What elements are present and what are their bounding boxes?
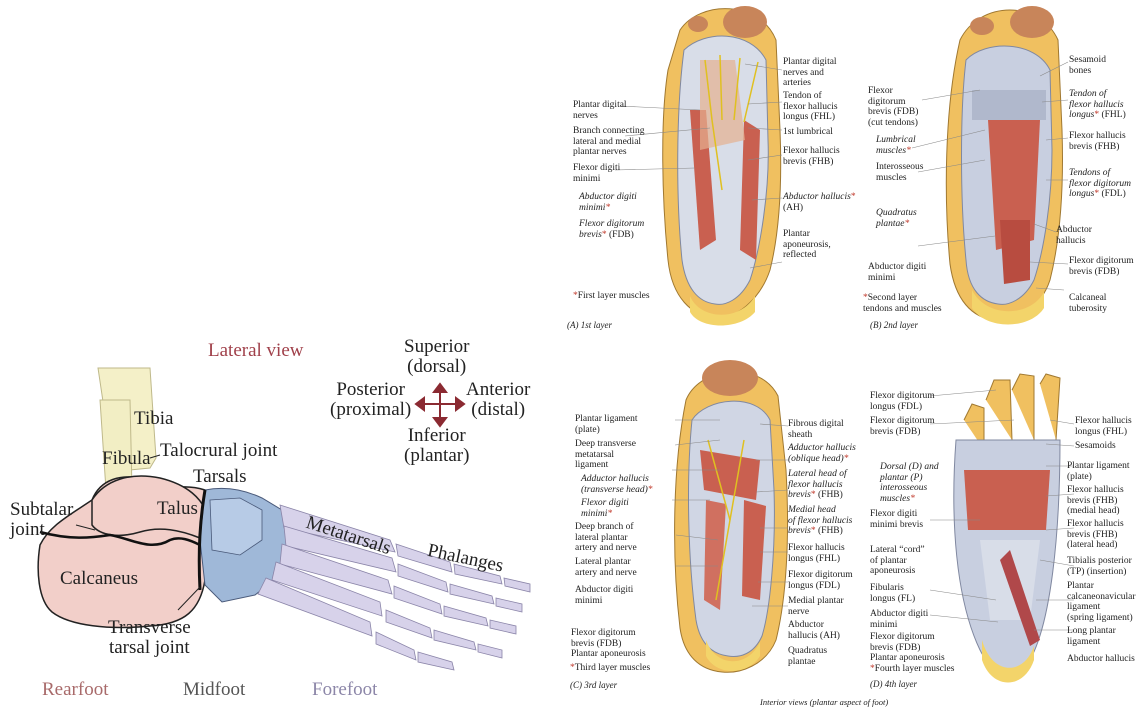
panel-d-label-sesamoids: Sesamoids [1075, 441, 1116, 452]
panel-d-label-long-plantar-ligament: Long plantar ligament [1067, 626, 1116, 647]
forefoot-region-label: Forefoot [312, 679, 377, 701]
panel-a-label-1st-lumbrical: 1st lumbrical [783, 127, 833, 138]
panel-d-label-plantar-ligament: Plantar ligament (plate) [1067, 461, 1130, 482]
panel-b-label-fdb-cut-tendons: Flexor digitorum brevis (FDB) (cut tendo… [868, 86, 918, 128]
panel-b-label-abductor-digiti-minimi: Abductor digiti minimi [868, 262, 926, 283]
panel-d-label-fdb: Flexor digitorum brevis (FDB) [870, 416, 935, 437]
tarsals-label: Tarsals [193, 466, 247, 488]
panel-b-label-quadratus-plantae: Quadratus plantae* [876, 208, 917, 229]
panel-a-foot [663, 6, 781, 326]
panel-c-label-fdb-plantar-aponeurosis: Flexor digitorum brevis (FDB) Plantar ap… [571, 628, 646, 660]
panel-c-label-lateral-head-fhb: Lateral head of flexor hallucis brevis* … [788, 469, 847, 501]
panel-c-label-plantar-ligament: Plantar ligament (plate) [575, 414, 638, 435]
panel-d-label-tibialis-posterior: Tibialis posterior (TP) (insertion) [1067, 556, 1132, 577]
panel-d-label-fdb-plantar-aponeurosis: Flexor digitorum brevis (FDB) Plantar ap… [870, 632, 945, 664]
panel-c-label-adductor-hallucis-transverse: Adductor hallucis (transverse head)* [581, 474, 653, 495]
direction-compass-arrows [416, 384, 464, 426]
fibula-label: Fibula [102, 448, 151, 470]
panel-b-label-fdb: Flexor digitorum brevis (FDB) [1069, 256, 1134, 277]
panel-d-footnote: *Fourth layer muscles [870, 664, 954, 675]
compass-posterior-label: Posterior (proximal) [330, 380, 411, 420]
compass-anterior-label: Anterior (distal) [466, 380, 530, 420]
compass-superior-label: Superior (dorsal) [404, 337, 469, 377]
panel-a-label-fhb: Flexor hallucis brevis (FHB) [783, 146, 840, 167]
panel-b-label-calcaneal-tuberosity: Calcaneal tuberosity [1069, 293, 1107, 314]
panel-b-label-tendon-fhl: Tendon of flexor hallucis longus* (FHL) [1069, 89, 1126, 121]
panel-a-label-tendon-fhl: Tendon of flexor hallucis longus (FHL) [783, 91, 838, 123]
panel-d-label-interosseous: Dorsal (D) and plantar (P) interosseous … [880, 462, 939, 504]
panel-a-label-plantar-digital-nerves-arteries: Plantar digital nerves and arteries [783, 57, 837, 89]
transverse-tarsal-joint-label: Transverse tarsal joint [108, 618, 191, 658]
panel-c-caption: (C) 3rd layer [570, 680, 617, 690]
panel-b-label-interosseous-muscles: Interosseous muscles [876, 162, 924, 183]
panel-c-label-quadratus-plantae: Quadratus plantae [788, 646, 827, 667]
panel-b-label-lumbrical-muscles: Lumbrical muscles* [876, 135, 916, 156]
panel-b-caption: (B) 2nd layer [870, 320, 918, 330]
midfoot-region-label: Midfoot [183, 679, 245, 701]
panel-d-label-flexor-digiti-minimi-brevis: Flexor digiti minimi brevis [870, 509, 923, 530]
panel-b-label-fhb: Flexor hallucis brevis (FHB) [1069, 131, 1126, 152]
panel-a-footnote: *First layer muscles [573, 291, 650, 302]
panel-c-footnote: *Third layer muscles [570, 663, 650, 674]
panel-d-label-fhl: Flexor hallucis longus (FHL) [1075, 416, 1132, 437]
panel-c-label-fhl: Flexor hallucis longus (FHL) [788, 543, 845, 564]
calcaneus-label: Calcaneus [60, 568, 138, 590]
panel-c-foot [675, 360, 788, 672]
panel-c-label-abductor-hallucis: Abductor hallucis (AH) [788, 620, 840, 641]
panel-a-label-flexor-digitorum-brevis: Flexor digitorum brevis* (FDB) [579, 219, 644, 240]
panel-a-label-branch-connecting: Branch connecting lateral and medial pla… [573, 126, 645, 158]
rearfoot-region-label: Rearfoot [42, 679, 108, 701]
panel-c-label-medial-plantar-nerve: Medial plantar nerve [788, 596, 844, 617]
panel-c-label-deep-branch-lateral-plantar: Deep branch of lateral plantar artery an… [575, 522, 637, 554]
panel-c-label-abductor-digiti-minimi: Abductor digiti minimi [575, 585, 633, 606]
lateral-view-figure: Lateral view Tibia Talocrural joint Fibu… [0, 340, 560, 709]
panel-c-label-fdl: Flexor digitorum longus (FDL) [788, 570, 853, 591]
panel-b-label-tendons-fdl: Tendons of flexor digitorum longus* (FDL… [1069, 168, 1131, 200]
panel-a-label-abductor-hallucis: Abductor hallucis*(AH) [783, 192, 856, 213]
panel-c-label-flexor-digiti-minimi: Flexor digiti minimi* [581, 498, 629, 519]
panel-a-label-flexor-digiti-minimi: Flexor digiti minimi [573, 163, 620, 184]
panel-b-footnote: *Second layer tendons and muscles [863, 293, 942, 314]
compass-inferior-label: Inferior (plantar) [404, 426, 469, 466]
subtalar-joint-label: Subtalar joint [10, 500, 73, 540]
panel-c-label-fibrous-digital-sheath: Fibrous digital sheath [788, 419, 844, 440]
lateral-view-title: Lateral view [208, 340, 303, 362]
panel-b-label-sesamoid-bones: Sesamoid bones [1069, 55, 1106, 76]
panel-d-foot [954, 374, 1060, 683]
panel-d-label-spring-ligament: Plantar calcaneonavicular ligament (spri… [1067, 581, 1136, 623]
panel-d-label-fhb-lateral: Flexor hallucis brevis (FHB) (lateral he… [1067, 519, 1124, 551]
panel-c-label-medial-head-fhb: Medial head of flexor hallucis brevis* (… [788, 505, 852, 537]
panel-b-label-abductor-hallucis: Abductor hallucis [1056, 225, 1092, 246]
panel-d-label-fibularis-longus: Fibularis longus (FL) [870, 583, 915, 604]
panel-d-label-fdl: Flexor digitorum longus (FDL) [870, 391, 935, 412]
panel-a-label-plantar-aponeurosis: Plantar aponeurosis, reflected [783, 229, 831, 261]
talus-label: Talus [157, 498, 198, 520]
talocrural-joint-label: Talocrural joint [160, 440, 277, 462]
panel-a-caption: (A) 1st layer [567, 320, 612, 330]
figure-bottom-caption: Interior views (plantar aspect of foot) [760, 697, 888, 707]
panel-d-label-lateral-cord: Lateral “cord” of plantar aponeurosis [870, 545, 925, 577]
panel-c-label-lateral-plantar-artery: Lateral plantar artery and nerve [575, 557, 637, 578]
panel-d-label-fhb-medial: Flexor hallucis brevis (FHB) (medial hea… [1067, 485, 1124, 517]
panel-c-label-adductor-hallucis-oblique: Adductor hallucis (oblique head)* [788, 443, 856, 464]
tibia-label: Tibia [134, 408, 173, 430]
panel-b-foot [946, 6, 1062, 325]
panel-d-caption: (D) 4th layer [870, 679, 917, 689]
panel-a-label-abductor-digiti-minimi: Abductor digiti minimi* [579, 192, 637, 213]
panel-c-label-deep-transverse-metatarsal: Deep transverse metatarsal ligament [575, 439, 636, 471]
panel-a-label-plantar-digital-nerves: Plantar digital nerves [573, 100, 627, 121]
panel-d-label-abductor-digiti-minimi: Abductor digiti minimi [870, 609, 928, 630]
panel-d-label-abductor-hallucis: Abductor hallucis [1067, 654, 1135, 665]
